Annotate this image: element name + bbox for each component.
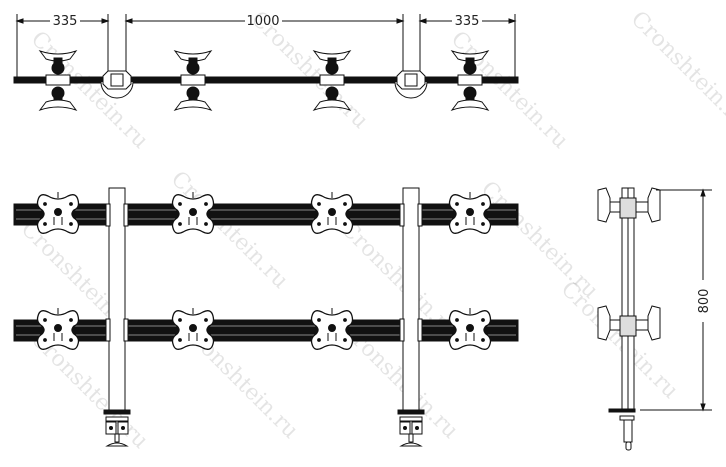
side-view-head-1 [597,187,661,223]
top-view-mount-1 [38,50,78,111]
desk-clamp-2 [397,409,425,447]
top-view: 335 1000 335 [13,14,519,111]
watermark-text: Cronshtein.ru [476,177,603,304]
top-view-mount-2 [173,50,213,111]
watermark-text: Cronshtein.ru [26,27,153,154]
dim-pole-spacing: 1000 [246,14,279,29]
vesa-plate-row1-3 [310,192,354,234]
top-view-crossbar [13,76,519,84]
vesa-plate-row2-1 [36,308,80,350]
watermark-text: Cronshtein.ru [626,7,726,134]
top-view-pole-right [394,70,428,99]
front-pole-right [399,187,423,411]
side-view-head-2 [597,305,661,341]
side-clamp [608,408,636,451]
vesa-plate-row2-2 [171,308,215,350]
side-view: 800 [597,187,712,451]
front-crossbar-upper [13,203,519,226]
top-view-pole-left [100,70,134,99]
desk-clamp-1 [103,409,131,447]
vesa-plate-row1-2 [171,192,215,234]
front-crossbar-lower [13,319,519,342]
front-pole-left [105,187,129,411]
dim-right-offset: 335 [455,14,480,29]
front-view [13,187,519,447]
vesa-plate-row1-1 [36,192,80,234]
dimension-line-top [15,14,517,80]
watermark-text: Cronshtein.ru [556,277,683,404]
dimension-line-height [640,188,712,412]
dim-left-offset: 335 [53,14,78,29]
dim-height: 800 [697,289,712,314]
top-view-mount-4 [450,50,490,111]
vesa-plate-row2-3 [310,308,354,350]
vesa-plate-row1-4 [448,192,492,234]
vesa-plate-row2-4 [448,308,492,350]
top-view-mount-3 [312,50,352,111]
